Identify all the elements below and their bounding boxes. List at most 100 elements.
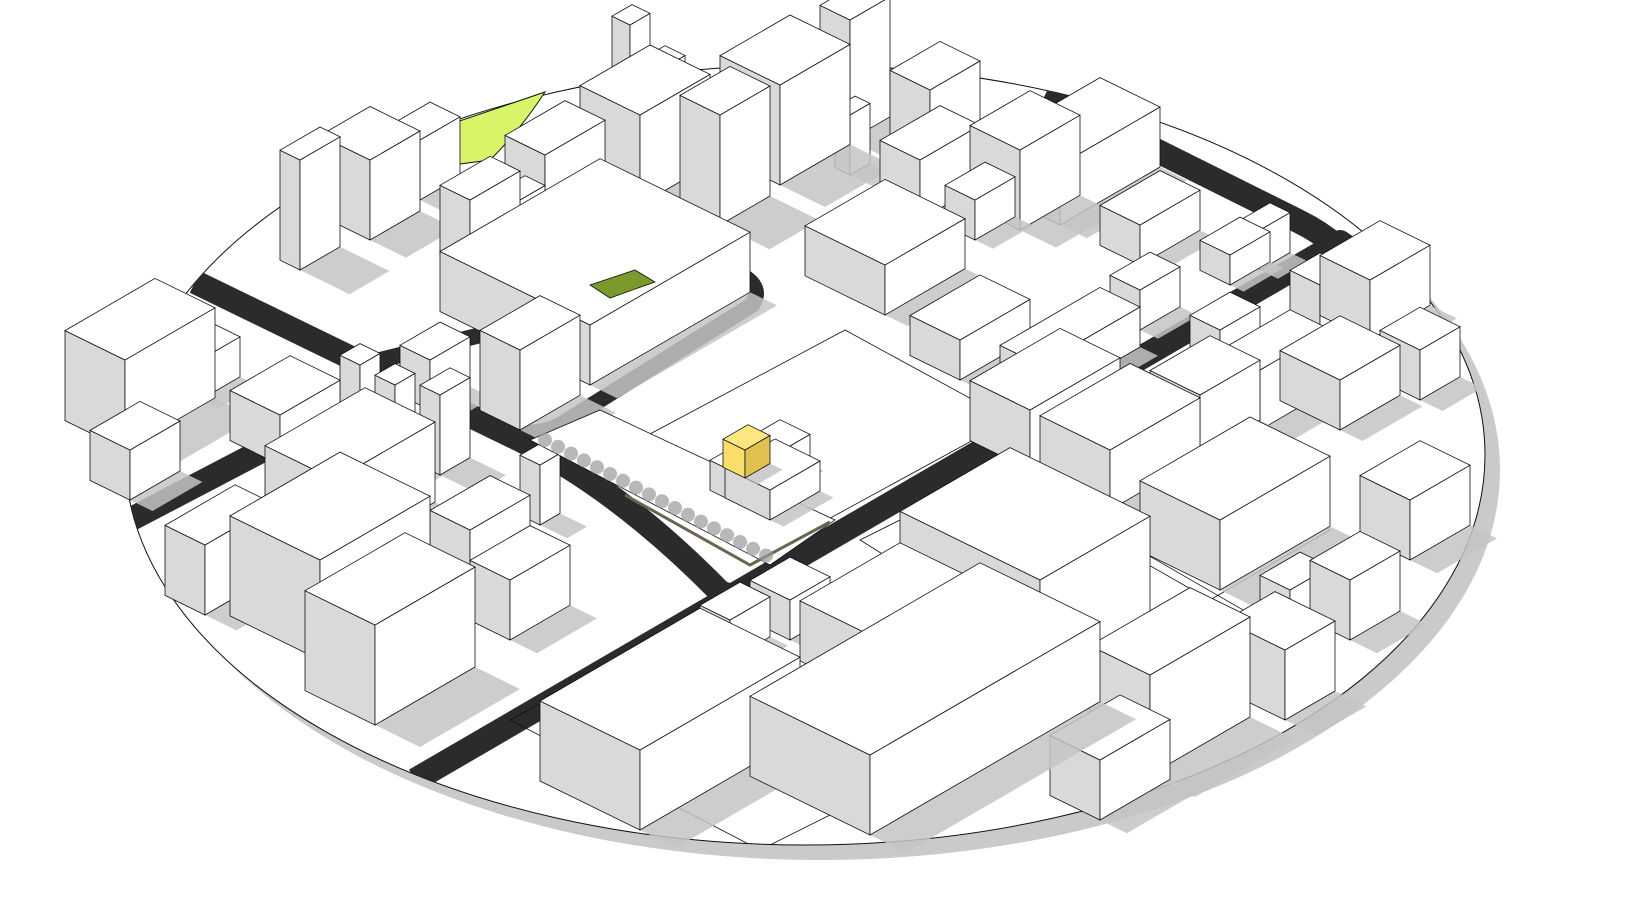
tree xyxy=(603,467,617,481)
building-roof xyxy=(419,367,471,396)
tree xyxy=(746,541,760,556)
building xyxy=(1279,315,1423,441)
building-roof xyxy=(439,158,751,326)
building xyxy=(1309,530,1427,654)
building-shadow xyxy=(1118,230,1218,274)
building-masses xyxy=(64,0,1497,853)
building-shadow xyxy=(1077,779,1197,834)
building-roof xyxy=(1189,291,1261,331)
building xyxy=(304,532,520,747)
building-roof xyxy=(679,65,771,116)
building-roof xyxy=(1039,363,1201,451)
building-roof xyxy=(1149,335,1261,396)
building xyxy=(1139,416,1362,606)
building-roof xyxy=(819,0,886,21)
building xyxy=(279,126,390,295)
building-shadow xyxy=(497,605,597,654)
building-roof xyxy=(264,387,436,481)
building-shadow xyxy=(1135,717,1295,797)
tree xyxy=(590,460,604,475)
building-roof xyxy=(469,525,571,581)
building-roof xyxy=(749,556,831,601)
building-roof xyxy=(1089,587,1251,676)
building-roof xyxy=(279,126,341,161)
building xyxy=(519,443,587,539)
building-roof xyxy=(749,562,1101,756)
building-shadow xyxy=(738,491,834,527)
building-shadow xyxy=(827,268,988,326)
building-roof xyxy=(1099,170,1201,226)
tree xyxy=(551,439,565,454)
building-shadow xyxy=(1128,306,1198,339)
tree xyxy=(707,521,721,536)
building-roof xyxy=(229,355,341,416)
building-face-left xyxy=(279,149,301,271)
building-roof xyxy=(579,44,711,116)
building-roof xyxy=(719,14,851,86)
building-roof xyxy=(439,155,521,201)
building-shadow xyxy=(1256,691,1367,736)
building-roof xyxy=(1359,440,1471,501)
tree xyxy=(642,487,656,502)
building-roof xyxy=(1379,306,1461,351)
building-roof xyxy=(64,277,216,361)
building-roof xyxy=(1139,416,1331,521)
tree xyxy=(577,453,591,468)
building-roof xyxy=(889,40,981,91)
building-roof xyxy=(1319,220,1431,281)
site-plinth xyxy=(529,409,836,566)
building-roof xyxy=(1109,251,1181,291)
building-roof xyxy=(539,607,801,751)
building-roof xyxy=(899,447,1151,581)
building xyxy=(1089,587,1295,797)
building-shadow xyxy=(1006,195,1116,248)
road xyxy=(1039,84,1343,255)
building-shadow xyxy=(350,667,520,747)
building-shadow xyxy=(1302,395,1423,441)
building-roof xyxy=(229,451,431,561)
project-site xyxy=(529,409,836,567)
building xyxy=(89,400,203,511)
building-shadow xyxy=(1402,376,1483,411)
building-roof xyxy=(399,321,471,361)
courtyard xyxy=(589,269,656,299)
tree xyxy=(655,494,669,509)
building-roof xyxy=(304,532,476,626)
building-shadow xyxy=(735,463,783,485)
hedge-row xyxy=(624,493,831,567)
tree xyxy=(629,480,643,495)
building-roof xyxy=(1309,530,1401,581)
tree xyxy=(564,446,578,461)
building-roof xyxy=(699,581,771,621)
building-roof xyxy=(504,100,606,156)
tree xyxy=(538,433,552,447)
tree xyxy=(694,514,708,529)
building xyxy=(679,65,820,250)
tree xyxy=(616,473,630,488)
building-roof xyxy=(1199,216,1271,256)
building-shadow xyxy=(300,246,390,295)
highlight-volume xyxy=(722,424,783,485)
building-roof xyxy=(969,90,1081,151)
building-shadow xyxy=(1387,525,1497,574)
building-roof xyxy=(89,400,181,451)
building-roof xyxy=(722,424,771,451)
building-roof xyxy=(969,327,1121,411)
building xyxy=(749,562,1136,853)
building-roof xyxy=(804,178,966,266)
building-roof xyxy=(479,295,581,351)
building-roof xyxy=(1279,315,1401,381)
building-roof xyxy=(909,274,1031,341)
building xyxy=(804,178,988,326)
tree xyxy=(759,548,773,563)
building-roof xyxy=(339,343,381,366)
building-shadow xyxy=(467,292,777,399)
building-shadow xyxy=(1171,526,1362,606)
building-roof xyxy=(611,4,651,26)
building-shadow xyxy=(765,144,895,207)
building xyxy=(1039,363,1227,524)
building xyxy=(469,525,597,654)
tree xyxy=(733,535,747,549)
tree xyxy=(668,501,682,515)
